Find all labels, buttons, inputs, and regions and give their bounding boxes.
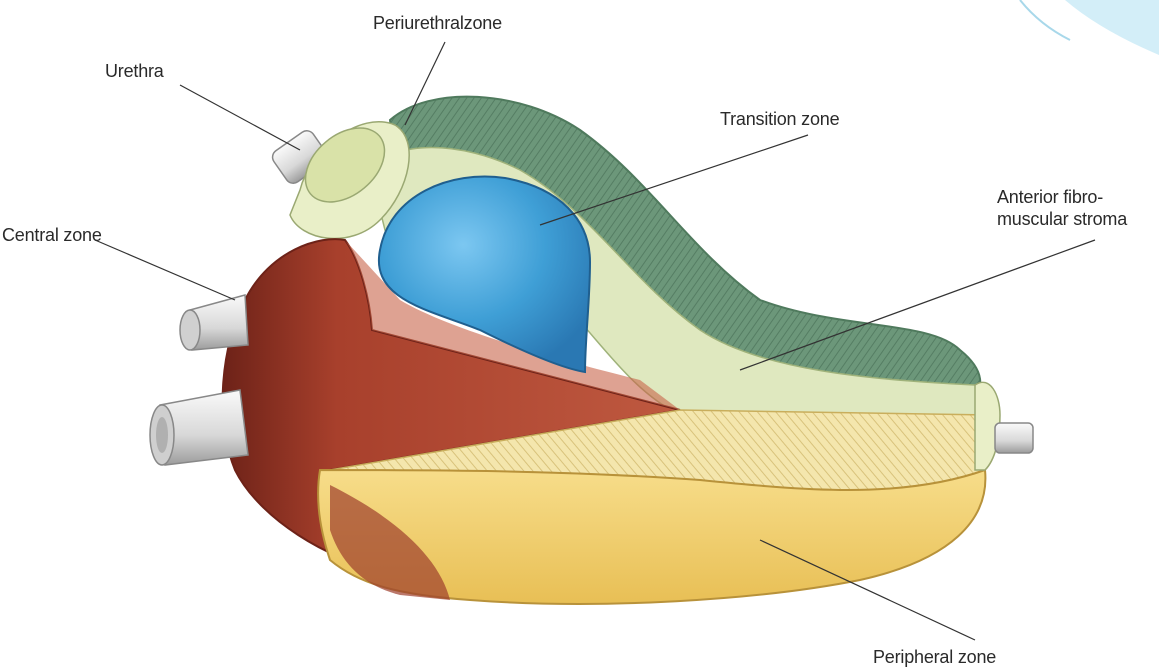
label-urethra: Urethra (105, 60, 164, 82)
corner-decoration (1065, 0, 1159, 55)
label-transition-zone: Transition zone (720, 108, 839, 130)
label-periurethral-zone: Periurethralzone (373, 12, 502, 34)
label-peripheral-zone: Peripheral zone (873, 646, 996, 668)
label-anterior-line2: muscular stroma (997, 208, 1127, 230)
label-central-zone: Central zone (2, 224, 102, 246)
leader-urethra (180, 85, 300, 150)
corner-decoration-line (1020, 0, 1070, 40)
urethra-outlet (975, 382, 1033, 470)
leader-central (95, 240, 235, 300)
label-anterior-line1: Anterior fibro- (997, 186, 1127, 208)
label-anterior-fibromuscular-stroma: Anterior fibro- muscular stroma (997, 186, 1127, 230)
